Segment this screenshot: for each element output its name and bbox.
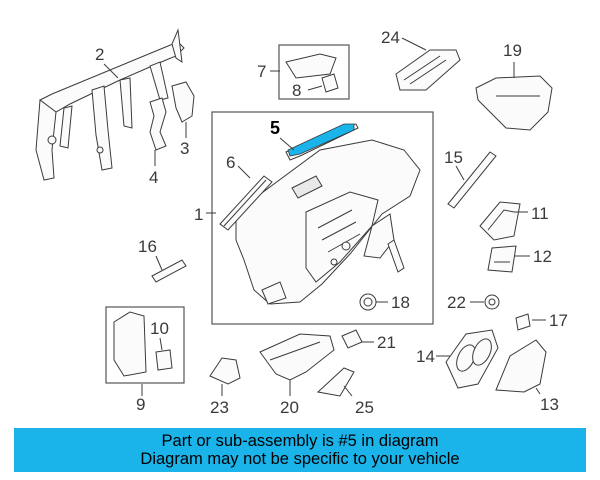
banner-line-2: Diagram may not be specific to your vehi… <box>140 450 460 468</box>
callout-11: 11 <box>531 204 549 223</box>
callout-20: 20 <box>280 398 299 417</box>
callout-3: 3 <box>180 139 189 158</box>
callout-17: 17 <box>549 311 568 330</box>
part-25-bracket <box>316 367 355 397</box>
callout-1: 1 <box>194 205 203 224</box>
part-9-end-cap <box>113 311 147 377</box>
callout-14: 14 <box>416 347 435 366</box>
callout-18: 18 <box>391 293 410 312</box>
callout-23: 23 <box>210 398 229 417</box>
part-21-bracket <box>341 329 363 349</box>
part-7-trim-panel <box>285 53 337 79</box>
parts-diagram: 2 4 3 7 8 24 19 <box>35 28 568 417</box>
part-5-highlighted-trim <box>285 123 359 161</box>
callout-19: 19 <box>503 41 522 60</box>
part-20-support <box>259 333 335 381</box>
callout-15: 15 <box>444 148 463 167</box>
callout-13: 13 <box>540 395 559 414</box>
callout-16: 16 <box>138 237 157 256</box>
part-24-vent <box>395 49 461 91</box>
part-13-cluster-housing <box>495 339 547 393</box>
part-1-instrument-panel <box>235 139 421 305</box>
part-17-clip <box>515 313 531 331</box>
part-6-side-trim <box>219 175 273 231</box>
callout-10: 10 <box>150 319 169 338</box>
callout-5: 5 <box>270 118 280 138</box>
callout-24: 24 <box>381 28 400 47</box>
part-23-bracket <box>209 357 241 385</box>
part-19-duct <box>475 75 553 131</box>
callout-8: 8 <box>292 81 301 100</box>
callout-12: 12 <box>533 247 552 266</box>
part-16-clip <box>151 259 187 283</box>
part-9-group-box <box>105 306 185 384</box>
part-2-cross-car-beam <box>35 28 185 181</box>
part-8-clip <box>321 73 339 93</box>
part-12-bezel <box>487 245 517 273</box>
main-assembly-box <box>211 111 434 325</box>
part-5-highlight <box>287 123 355 157</box>
part-22-grommet <box>484 294 500 310</box>
callout-4: 4 <box>149 168 158 187</box>
callout-7: 7 <box>257 62 266 81</box>
callout-25: 25 <box>355 398 374 417</box>
part-3-bracket <box>171 81 195 123</box>
banner-line-1: Part or sub-assembly is #5 in diagram <box>161 432 439 450</box>
part-18-knob <box>359 293 377 311</box>
callout-21: 21 <box>377 333 396 352</box>
callout-22: 22 <box>447 293 466 312</box>
callout-2: 2 <box>95 45 104 64</box>
info-banner: Part or sub-assembly is #5 in diagram Di… <box>14 428 586 472</box>
callout-9: 9 <box>136 395 145 414</box>
part-15-strip <box>447 151 497 209</box>
part-14-cluster-bezel <box>445 329 499 389</box>
part-11-bezel <box>479 201 521 241</box>
part-1-small-bracket <box>387 239 405 273</box>
part-10-clip <box>155 349 173 371</box>
part-7-group-box <box>278 44 350 100</box>
part-4-bracket <box>149 97 167 151</box>
callout-6: 6 <box>226 153 235 172</box>
